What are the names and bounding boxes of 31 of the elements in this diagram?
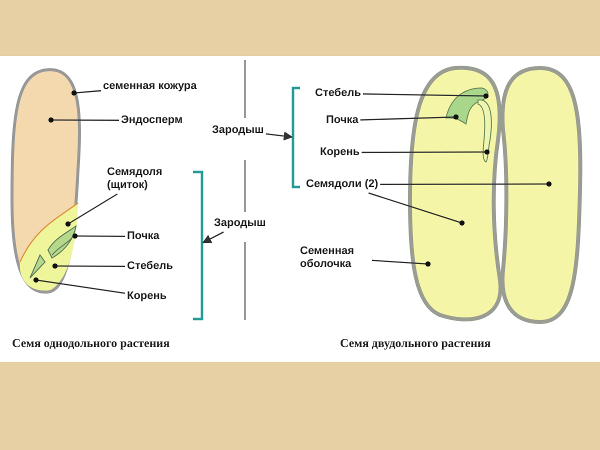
- leader-line: [368, 192, 465, 226]
- part-label: Семядоли (2): [306, 178, 378, 191]
- leader-line: [362, 93, 489, 99]
- leader-line: [48, 117, 119, 123]
- arrow: [202, 231, 224, 244]
- leader-line: [52, 263, 125, 269]
- part-label: Корень: [127, 290, 167, 303]
- leader-line: [380, 181, 552, 187]
- part-label: Зародыш: [214, 217, 266, 230]
- part-label: Почка: [326, 114, 358, 127]
- part-label: Корень: [320, 146, 360, 159]
- caption: Семя однодольного растения: [12, 336, 170, 351]
- leader-line: [65, 193, 118, 227]
- leader-line: [33, 277, 126, 294]
- part-label: Стебель: [315, 87, 361, 100]
- leader-line: [372, 260, 431, 267]
- part-label: Эндосперм: [121, 114, 183, 127]
- leader-line: [360, 114, 459, 121]
- bracket: [193, 170, 204, 320]
- leader-line: [71, 90, 102, 96]
- part-label: Семенная оболочка: [300, 245, 370, 271]
- part-label: Семядоля (щиток): [107, 166, 177, 192]
- part-label: Стебель: [127, 260, 173, 273]
- bracket: [292, 86, 300, 188]
- leader-line: [362, 149, 490, 155]
- arrow: [266, 131, 293, 140]
- part-label: семенная кожура: [103, 80, 197, 93]
- caption: Семя двудольного растения: [340, 336, 491, 351]
- leader-line: [72, 233, 125, 239]
- part-label: Почка: [127, 230, 160, 243]
- part-label: Зародыш: [212, 124, 264, 137]
